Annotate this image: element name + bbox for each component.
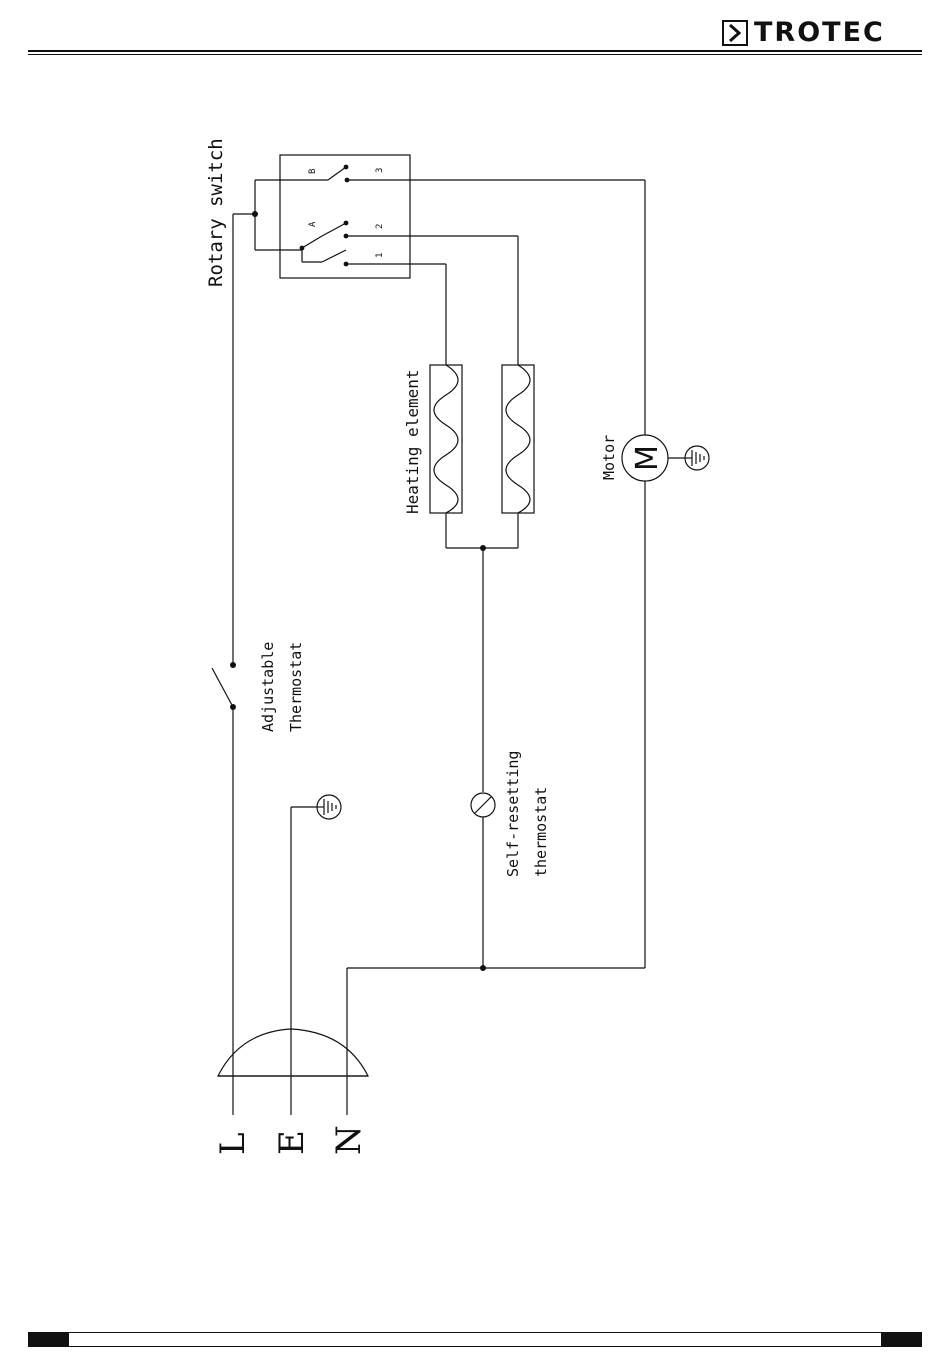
adjustable-thermostat-label-1: Adjustable (259, 642, 277, 732)
live-wire (212, 180, 258, 1115)
rotary-switch-box (280, 155, 410, 278)
motor-symbol: M (630, 445, 665, 471)
footer-bar (28, 1332, 922, 1347)
switch-b-label: B (308, 169, 318, 174)
mains-plug (218, 1029, 368, 1076)
heating-element-2 (502, 236, 534, 548)
heating-element-1 (430, 264, 462, 548)
switch-a (255, 214, 518, 266)
motor (622, 180, 709, 968)
motor-label: Motor (600, 435, 618, 480)
switch-a-label: A (308, 221, 318, 227)
terminal-l-label: L (213, 1132, 253, 1155)
footer-left-block (29, 1333, 69, 1346)
terminal-n-label: N (329, 1125, 369, 1155)
self-resetting-thermostat (471, 548, 495, 968)
contact-2-label: 2 (375, 224, 385, 229)
terminal-e-label: E (272, 1130, 312, 1155)
rotary-switch-label: Rotary switch (205, 138, 227, 287)
heating-element-label: Heating element (403, 370, 422, 515)
neutral-wire (347, 965, 645, 1115)
self-resetting-label-2: thermostat (532, 787, 550, 877)
footer-right-block (881, 1333, 921, 1346)
contact-1-label: 1 (375, 253, 385, 258)
earth-wire (291, 795, 341, 1115)
self-resetting-label-1: Self-resetting (504, 751, 522, 877)
adjustable-thermostat-label-2: Thermostat (287, 642, 305, 732)
contact-3-label: 3 (375, 168, 385, 173)
